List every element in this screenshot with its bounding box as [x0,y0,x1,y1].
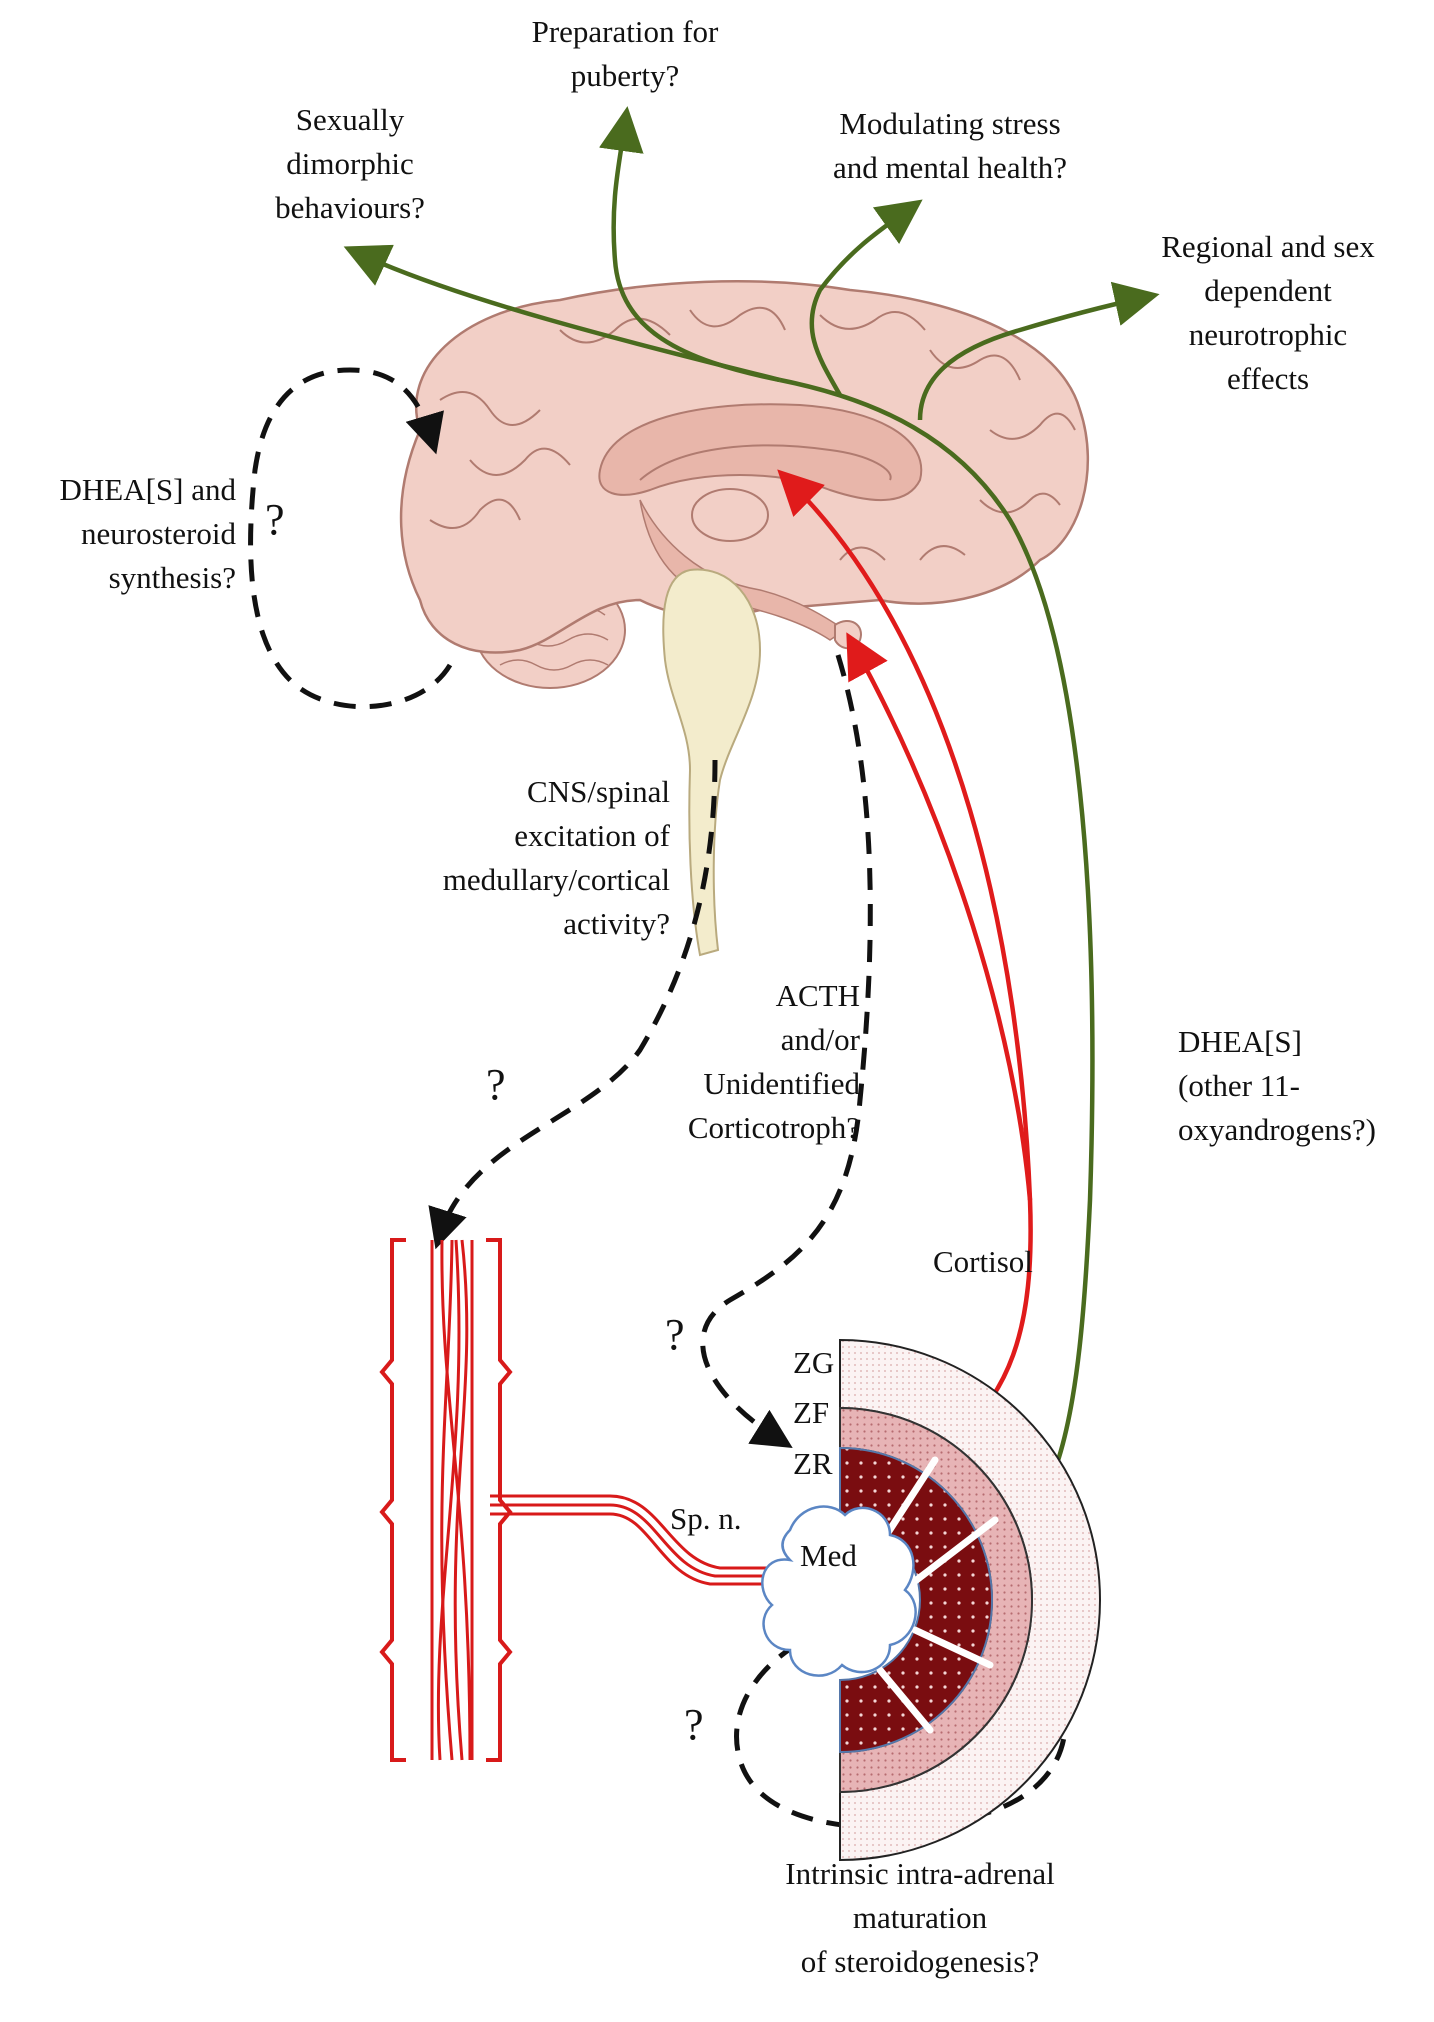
label-regional-line-1: Regional and sex [1161,229,1375,264]
label-sexually-dimorphic: Sexually dimorphic behaviours? [262,98,438,230]
dashed-arrows [248,367,1068,1830]
pituitary [834,620,862,650]
label-intrinsic-line-2: maturation [852,1900,988,1935]
label-sexually-line-2: dimorphic [286,146,414,181]
dashed-loop-intra-adrenal [734,1627,1068,1830]
label-neurosteroid-line-3: synthesis? [108,560,236,595]
question-mark-acth: ? [665,1310,685,1359]
label-regional: Regional and sex dependent neurotrophic … [1128,225,1408,401]
label-dheas-line-2: (other 11- [1178,1068,1300,1103]
red-arrow-cortisol-to-thalamus [777,469,1033,1452]
dashed-arrow-spinal-to-cord [428,759,718,1250]
zone-medulla [761,1505,917,1677]
label-acth: ACTH and/or Unidentified Corticotroph? [660,974,860,1150]
label-dheas-line-3: oxyandrogens?) [1178,1112,1376,1147]
splanchnic-nerve [490,1494,810,1570]
green-arrow-stress [809,199,923,397]
corpus-callosum [598,403,923,501]
brain-gyri [429,306,1076,561]
label-med: Med [800,1538,857,1573]
adrenal-cross-section [761,1338,1101,1862]
label-cns-line-1: CNS/spinal [527,774,670,809]
brain [399,280,1090,689]
label-acth-line-3: Unidentified [703,1066,860,1101]
green-arrow-regional [917,281,1160,421]
label-puberty-line-1: Preparation for [531,14,719,49]
label-intrinsic: Intrinsic intra-adrenal maturation of st… [730,1852,1110,1984]
red-arrows [777,469,1033,1452]
label-acth-line-2: and/or [780,1022,860,1057]
brainstem [662,568,762,957]
label-neurosteroid: DHEA[S] and neurosteroid synthesis? [8,468,237,600]
label-sexually-line-3: behaviours? [275,190,425,225]
red-arrow-cortisol-to-pituitary [846,632,1033,1201]
label-puberty-line-2: puberty? [570,58,680,93]
label-cns-spinal: CNS/spinal excitation of medullary/corti… [380,770,670,946]
label-intrinsic-line-1: Intrinsic intra-adrenal [785,1856,1055,1891]
question-mark-intra-adrenal: ? [684,1700,704,1749]
label-zf: ZF [793,1395,830,1430]
thalamus [691,488,769,542]
label-splanchnic-nerve: Sp. n. [670,1501,742,1536]
question-mark-spinal: ? [486,1060,506,1109]
label-stress-line-2: and mental health? [832,150,1068,185]
question-mark-neurosteroid: ? [265,495,285,544]
label-acth-line-1: ACTH [775,978,860,1013]
label-dheas: DHEA[S] (other 11- oxyandrogens?) [1178,1020,1418,1152]
label-stress: Modulating stress and mental health? [800,102,1100,190]
label-regional-line-2: dependent [1204,273,1332,308]
green-arrow-puberty [598,106,781,383]
label-sexually-line-1: Sexually [295,102,405,137]
label-acth-line-4: Corticotroph? [687,1110,860,1145]
dashed-loop-neurosteroid [248,367,453,710]
label-cns-line-2: excitation of [514,818,670,853]
label-neurosteroid-line-1: DHEA[S] and [59,472,237,507]
label-stress-line-1: Modulating stress [839,106,1061,141]
label-cns-line-3: medullary/cortical [442,862,670,897]
label-neurosteroid-line-2: neurosteroid [81,516,236,551]
label-cortisol: Cortisol [933,1244,1033,1279]
label-regional-line-4: effects [1226,361,1310,396]
label-regional-line-3: neurotrophic [1188,317,1348,352]
label-cns-line-4: activity? [563,906,670,941]
label-zr: ZR [793,1446,833,1481]
spinal-cord-segment [379,1238,810,1762]
label-puberty: Preparation for puberty? [505,10,745,98]
label-intrinsic-line-3: of steroidogenesis? [800,1944,1040,1979]
dashed-arrow-acth [700,654,873,1448]
label-zg: ZG [793,1345,835,1380]
label-dheas-line-1: DHEA[S] [1178,1024,1302,1059]
